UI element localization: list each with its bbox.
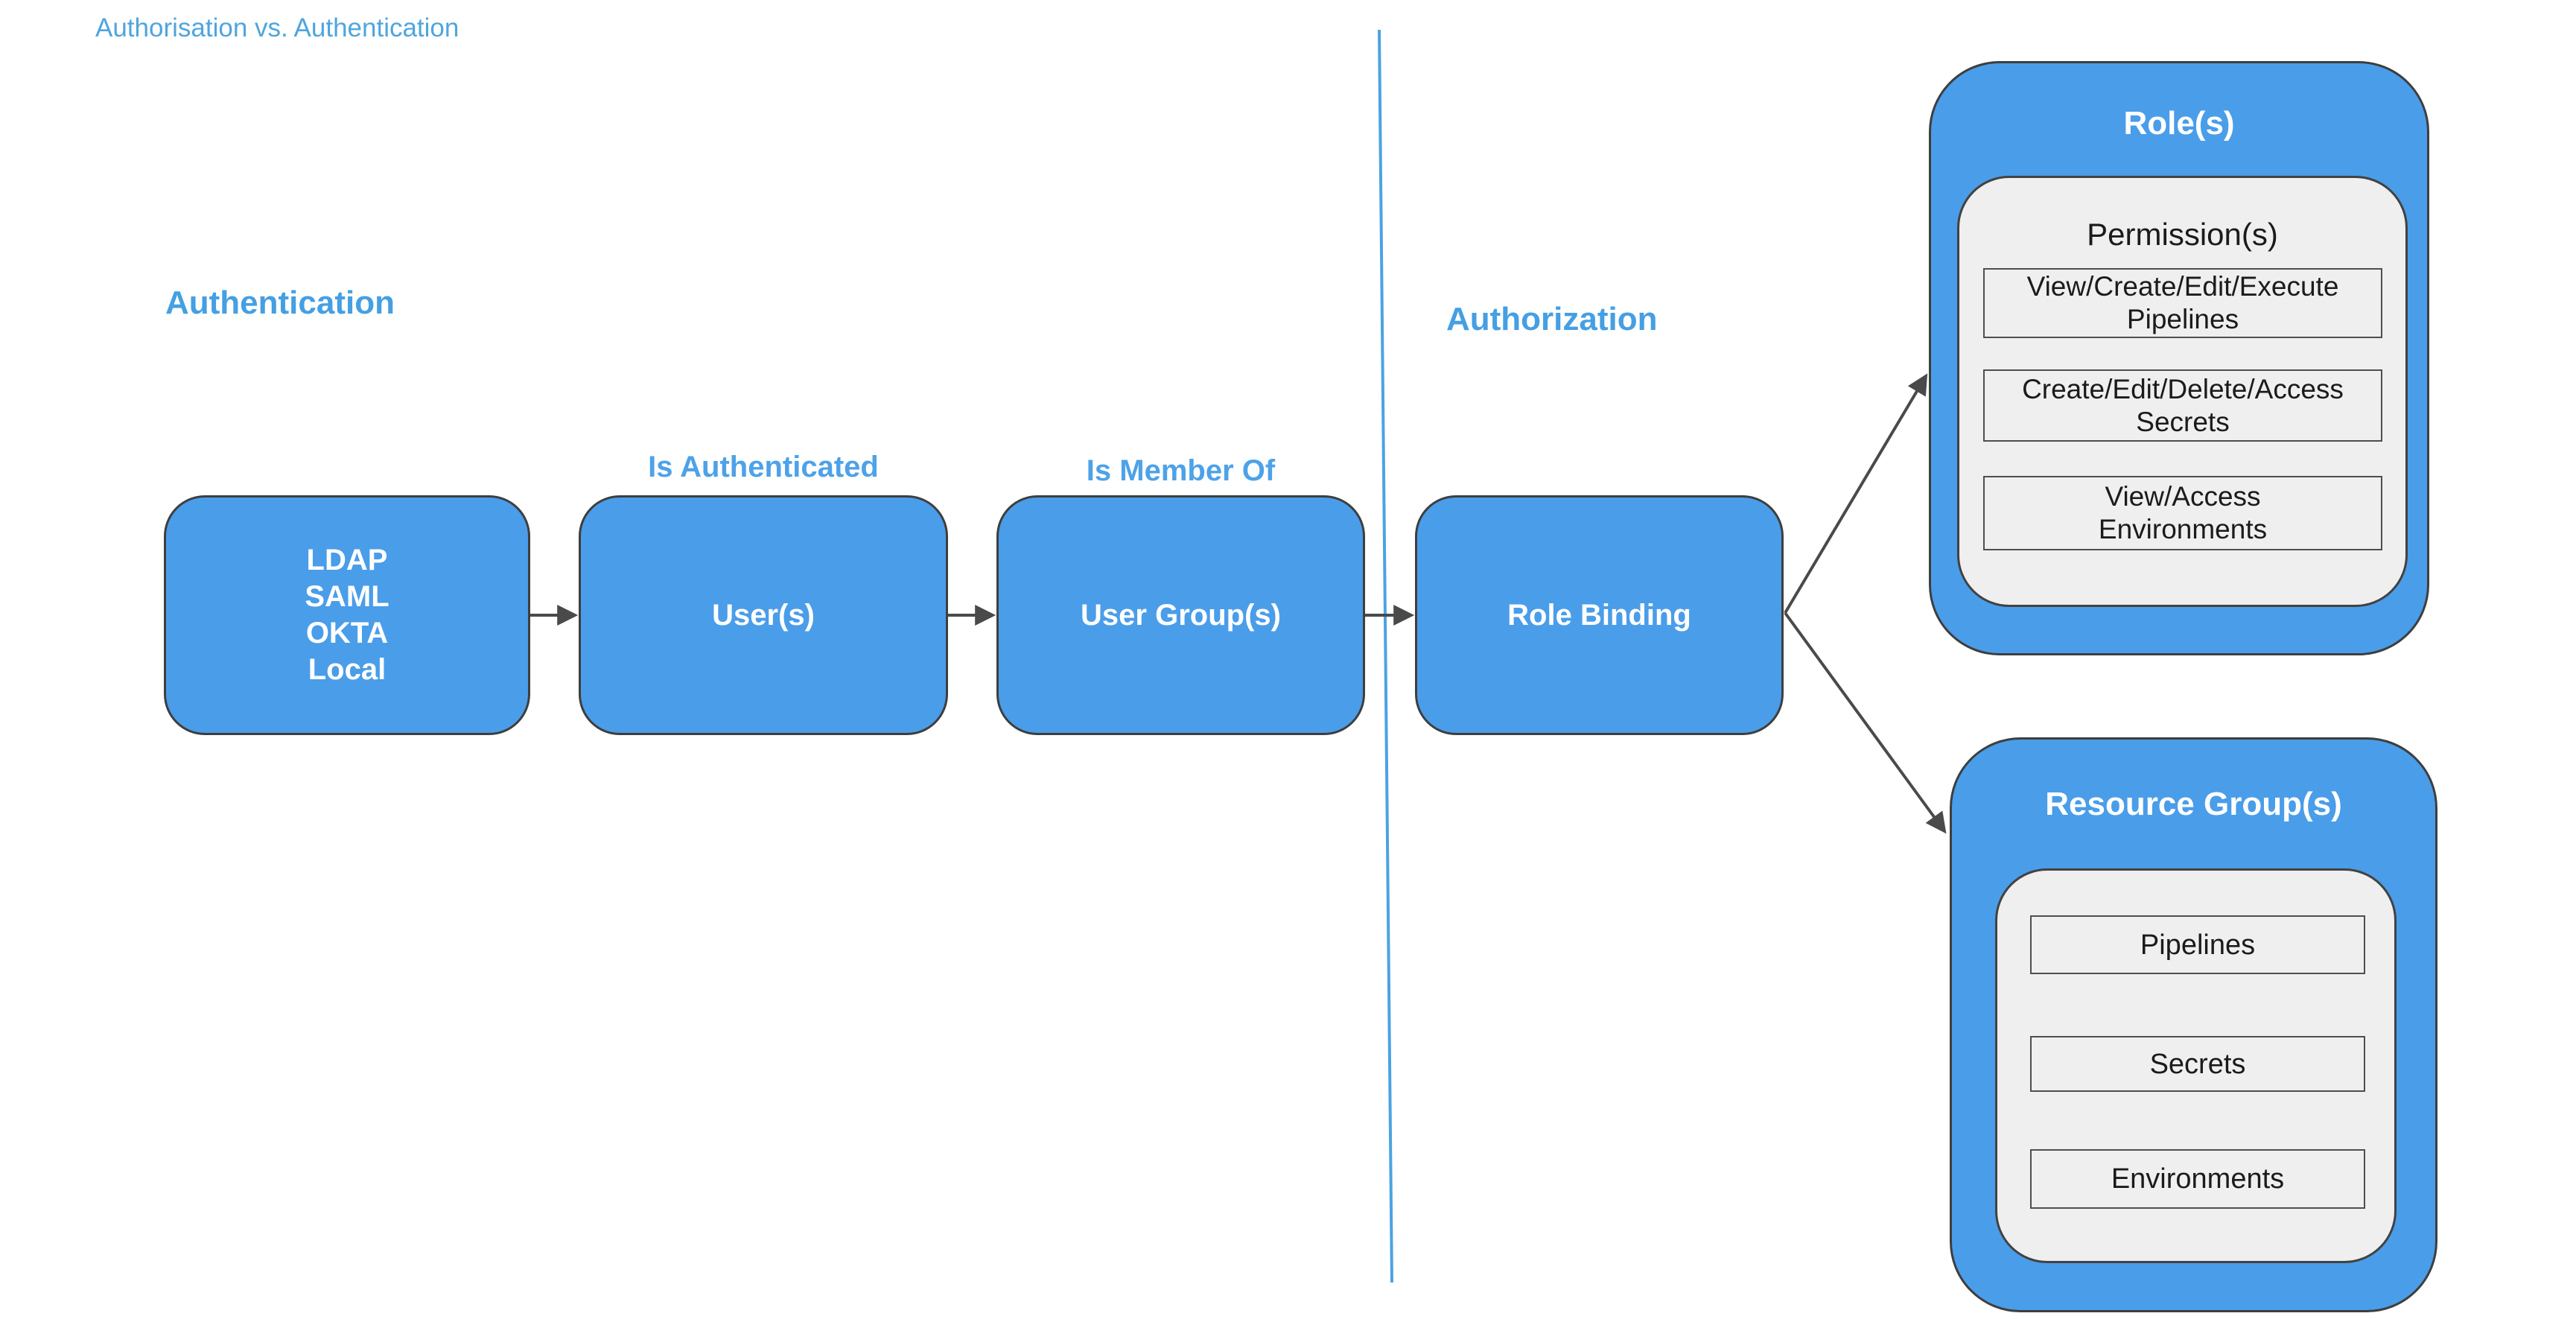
resource-item-environments: Environments [2030,1149,2365,1209]
user-groups-box: User Group(s) [996,495,1365,735]
role-binding-box: Role Binding [1415,495,1784,735]
is-authenticated-label: Is Authenticated [648,451,879,483]
permissions-panel: Permission(s) View/Create/Edit/Execute P… [1957,176,2408,607]
authentication-heading: Authentication [165,285,395,321]
users-box-label: User(s) [712,598,815,632]
page-title: Authorisation vs. Authentication [95,13,459,42]
permission-item-secrets: Create/Edit/Delete/Access Secrets [1983,369,2382,442]
is-member-of-label: Is Member Of [1086,454,1276,487]
roles-container: Role(s) Permission(s) View/Create/Edit/E… [1929,61,2429,655]
roles-container-title: Role(s) [2123,105,2235,142]
permissions-panel-title: Permission(s) [2087,217,2278,252]
users-box: User(s) [579,495,948,735]
user-groups-box-label: User Group(s) [1081,598,1281,632]
resource-item-secrets: Secrets [2030,1036,2365,1092]
arrow-rolebinding-to-roles [1784,373,1928,614]
permission-item-pipelines: View/Create/Edit/Execute Pipelines [1983,268,2382,338]
permission-item-environments: View/Access Environments [1983,476,2382,550]
arrow-rolebinding-to-resourcegroups [1784,611,1947,834]
resource-item-pipelines: Pipelines [2030,915,2365,974]
auth-methods-label: LDAP SAML OKTA Local [305,544,389,686]
resource-groups-container-title: Resource Group(s) [2045,786,2342,822]
resource-groups-container: Resource Group(s) Pipelines Secrets Envi… [1950,737,2437,1312]
resources-panel: Pipelines Secrets Environments [1995,868,2397,1263]
role-binding-box-label: Role Binding [1507,598,1691,632]
auth-methods-box: LDAP SAML OKTA Local [164,495,530,735]
authorization-heading: Authorization [1446,301,1658,337]
section-divider-line [1378,29,1393,1283]
